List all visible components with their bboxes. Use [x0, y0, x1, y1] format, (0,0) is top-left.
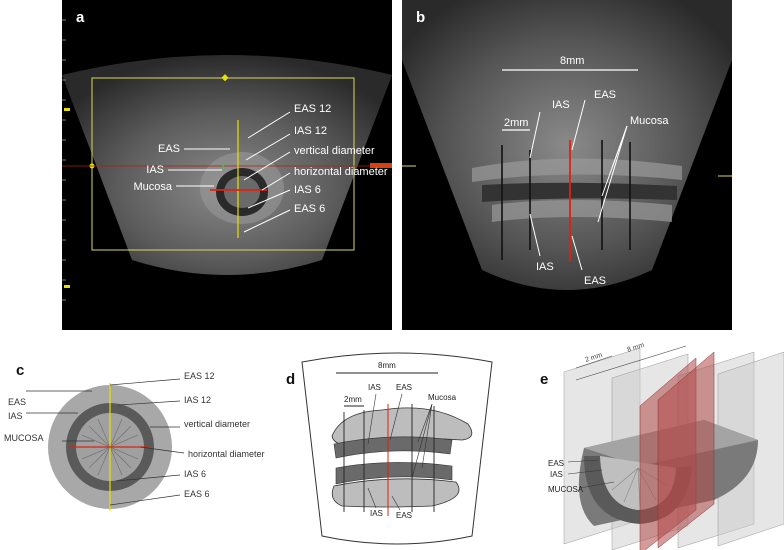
label-eas-12: EAS 12: [184, 371, 215, 381]
label-mucosa: Mucosa: [630, 115, 669, 127]
label-ias-bottom: IAS: [370, 509, 383, 518]
label-vertical-diameter: vertical diameter: [294, 145, 375, 157]
label-eas: EAS: [158, 143, 180, 155]
label-eas-bottom: EAS: [396, 511, 412, 520]
label-ias-bottom: IAS: [536, 261, 554, 273]
label-eas-6: EAS 6: [184, 489, 210, 499]
depth-scale: [62, 19, 66, 301]
label-mucosa: MUCOSA: [548, 485, 584, 494]
label-mucosa: Mucosa: [428, 393, 457, 402]
panel-letter: e: [540, 371, 548, 388]
scale-2mm: 2mm: [344, 395, 362, 404]
panel-c-cross-section: c EAS IAS MUCOSA EAS 12 IAS 12 vertical …: [0, 355, 270, 550]
label-eas-top: EAS: [396, 383, 412, 392]
label-ias-top: IAS: [368, 383, 381, 392]
scale-8mm: 8mm: [560, 55, 584, 67]
red-planes: [639, 351, 715, 550]
label-ias: IAS: [550, 470, 563, 479]
panel-letter: c: [16, 362, 24, 379]
label-horizontal-diameter: horizontal diameter: [188, 449, 265, 459]
label-mucosa: MUCOSA: [4, 433, 44, 443]
label-eas: EAS: [548, 459, 564, 468]
label-eas-12: EAS 12: [294, 103, 331, 115]
panel-letter: b: [416, 9, 425, 26]
label-eas-6: EAS 6: [294, 203, 325, 215]
label-ias-12: IAS 12: [294, 125, 327, 137]
upper-ias: [333, 436, 453, 459]
label-ias-12: IAS 12: [184, 395, 211, 405]
label-ias-6: IAS 6: [184, 469, 206, 479]
lower-ias: [335, 462, 453, 485]
panel-d-longitudinal-schematic: d 8mm 2mm IAS EAS Mucosa IAS EAS: [272, 340, 522, 550]
panel-e-3d-schematic: e 2 mm 8 mm EAS IAS MUCOSA: [528, 340, 784, 550]
panel-a-ultrasound: × a EAS IAS Mucosa EAS 12 IAS 12 vertica…: [62, 0, 392, 330]
scale-2mm: 2mm: [504, 117, 528, 129]
panel-letter: a: [76, 9, 85, 26]
panel-b-ultrasound: b 8mm 2mm IAS EAS Mucosa IAS EAS: [402, 0, 732, 330]
label-ias-6: IAS 6: [294, 184, 321, 196]
scale-8mm: 8mm: [378, 361, 396, 370]
label-ias-top: IAS: [552, 99, 570, 111]
ultrasound-fan: [402, 0, 732, 290]
label-mucosa: Mucosa: [133, 181, 172, 193]
label-horizontal-diameter: horizontal diameter: [294, 166, 388, 178]
label-vertical-diameter: vertical diameter: [184, 419, 250, 429]
label-eas-top: EAS: [594, 89, 616, 101]
label-eas: EAS: [8, 397, 26, 407]
label-eas-bottom: EAS: [584, 275, 606, 287]
svg-text:×: ×: [220, 161, 226, 173]
label-ias: IAS: [8, 411, 23, 421]
label-ias: IAS: [146, 164, 164, 176]
panel-letter: d: [286, 371, 295, 388]
